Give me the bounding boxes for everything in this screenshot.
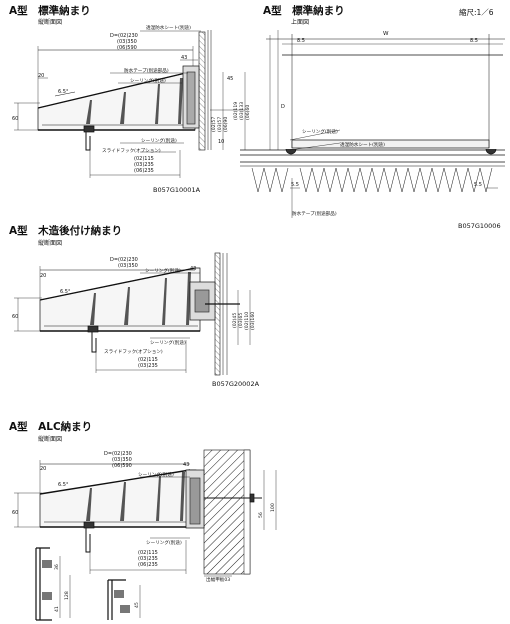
std-right-a-3: (06)60 (245, 105, 251, 120)
drawing-scale: 縮尺:1／6 (459, 8, 494, 17)
alc-dim-41: 41 (54, 606, 60, 612)
alc-dim-36: 36 (54, 564, 60, 570)
section-wood-drawing (14, 252, 251, 376)
wood-sealing-bottom: シーリング(別途) (150, 339, 186, 346)
std-bottom-line-3: (06)235 (134, 168, 154, 174)
alc-dim-100: 100 (270, 503, 276, 512)
alc-dim-angle: 6.5° (58, 482, 69, 488)
std-d-line-1: D=(02)230 (110, 33, 138, 39)
alc-d-line-2: (03)350 (112, 457, 132, 463)
std-right-b-3: (06)90 (223, 117, 229, 132)
section-subtitle-plan: 上面図 (291, 19, 310, 26)
std-sealing-top: シーリング(別途) (130, 77, 166, 84)
alc-sealing-mid: シーリング(別途) (146, 539, 182, 546)
wood-right-1: (02)45 (232, 313, 238, 328)
std-dim-angle: 6.5° (58, 89, 69, 95)
alc-bottom-line-3: (06)235 (138, 562, 158, 568)
wood-sealing-top: シーリング(別途) (145, 267, 181, 274)
alc-d-line-3: (06)590 (112, 463, 132, 469)
alc-sealing-top: シーリング(別途) (138, 471, 174, 478)
std-d-line-3: (06)590 (117, 45, 137, 51)
plan-dim-85-right: 8.5 (470, 38, 478, 44)
std-waterproof-tape: 防水テープ(別途部品) (124, 67, 169, 74)
wood-dim-60: 60 (12, 314, 18, 320)
drawing-code-plan: B057G10006 (458, 222, 501, 230)
section-title-plan: A型 標準納まり (263, 3, 345, 18)
wood-right-b-1: (02)110 (244, 312, 250, 330)
wood-slide-hook: スライドフック(オプション) (104, 349, 163, 355)
std-right-b-2: (03)57 (217, 117, 223, 132)
wood-d-line-1: D=(02)230 (110, 257, 138, 263)
wood-d-line-2: (03)350 (118, 263, 138, 269)
std-bottom-line-1: (02)115 (134, 156, 154, 162)
alc-dim-20: 20 (40, 466, 46, 472)
alc-bracket: 出幅甲板03 (206, 576, 230, 583)
plan-title-name: 標準納まり (292, 5, 345, 17)
alc-dim-45: 45 (134, 602, 140, 608)
wood-right-2: (03)65 (238, 313, 244, 328)
plan-dim-d: D (281, 104, 285, 110)
wood-right-b-2: (03)160 (250, 312, 256, 330)
std-right-b-1: (02)57 (211, 117, 217, 132)
std-bottom-line-2: (03)235 (134, 162, 154, 168)
std-slide-hook: スライドフック(オプション) (102, 148, 161, 154)
section-title-alc: A型 ALC納まり (9, 421, 93, 433)
wood-dim-43: 43 (190, 266, 196, 272)
section-plan-drawing (240, 30, 505, 218)
std-d-line-2: (03)350 (117, 39, 137, 45)
std-dim-43: 43 (181, 55, 187, 61)
section-alc-labels: D=(02)230 (03)350 (06)590 シーリング(別途) シーリン… (12, 451, 276, 612)
std-sealing-bottom: シーリング(別途) (141, 137, 177, 144)
std-dim-60: 60 (12, 116, 18, 122)
alc-bottom-line-1: (02)115 (138, 550, 158, 556)
wood-bottom-line-1: (02)115 (138, 357, 158, 363)
alc-d-line-1: D=(02)230 (104, 451, 132, 457)
std-top-note: 透湿防水シート(別途) (146, 24, 191, 31)
plan-tape: 防水テープ(別途部品) (292, 210, 337, 217)
std-dim-45: 45 (227, 76, 233, 82)
plan-dim-w: W (383, 31, 389, 37)
alc-dim-56: 56 (258, 512, 264, 518)
wood-dim-20: 20 (40, 273, 46, 279)
wood-dim-angle: 6.5° (60, 289, 71, 295)
alc-dim-128: 128 (64, 591, 70, 600)
section-plan-labels: W 8.5 8.5 D シーリング(別途) 透湿防水シート(別途) 5.5 5.… (281, 31, 482, 217)
wood-bottom-line-2: (03)235 (138, 363, 158, 369)
section-alc-drawing (14, 449, 277, 621)
std-right-a-1: (02)119 (233, 102, 239, 120)
section-subtitle-wood: 縦断面図 (38, 240, 63, 247)
plan-title-type: A型 (263, 5, 282, 17)
plan-dim-85-left: 8.5 (297, 38, 305, 44)
alc-dim-60: 60 (12, 510, 18, 516)
std-right-a-2: (03)133 (239, 102, 245, 120)
drawing-code-standard: B057G10001A (153, 186, 201, 194)
section-title-wood: A型 木造後付け納まり (9, 225, 123, 237)
section-standard-drawing (14, 30, 246, 178)
alc-bottom-line-2: (03)235 (138, 556, 158, 562)
std-dim-20: 20 (38, 73, 44, 79)
plan-dim-55-right: 5.5 (474, 182, 482, 188)
section-subtitle-standard: 縦断面図 (38, 19, 63, 26)
alc-dim-43: 43 (183, 462, 189, 468)
plan-sheet: 透湿防水シート(別途) (340, 141, 385, 148)
section-standard-labels: D=(02)230 (03)350 (06)590 透湿防水シート(別途) 防水… (12, 24, 251, 174)
drawing-code-wood: B057G20002A (212, 380, 260, 388)
section-subtitle-alc: 縦断面図 (38, 436, 63, 443)
std-dim-10: 10 (218, 139, 224, 145)
section-wood-labels: D=(02)230 (03)350 シーリング(別途) シーリング(別途) スラ… (12, 257, 256, 369)
section-title-standard: A型 標準納まり (9, 5, 91, 17)
plan-sealing: シーリング(別途) (302, 128, 338, 135)
plan-dim-55-left: 5.5 (291, 182, 299, 188)
